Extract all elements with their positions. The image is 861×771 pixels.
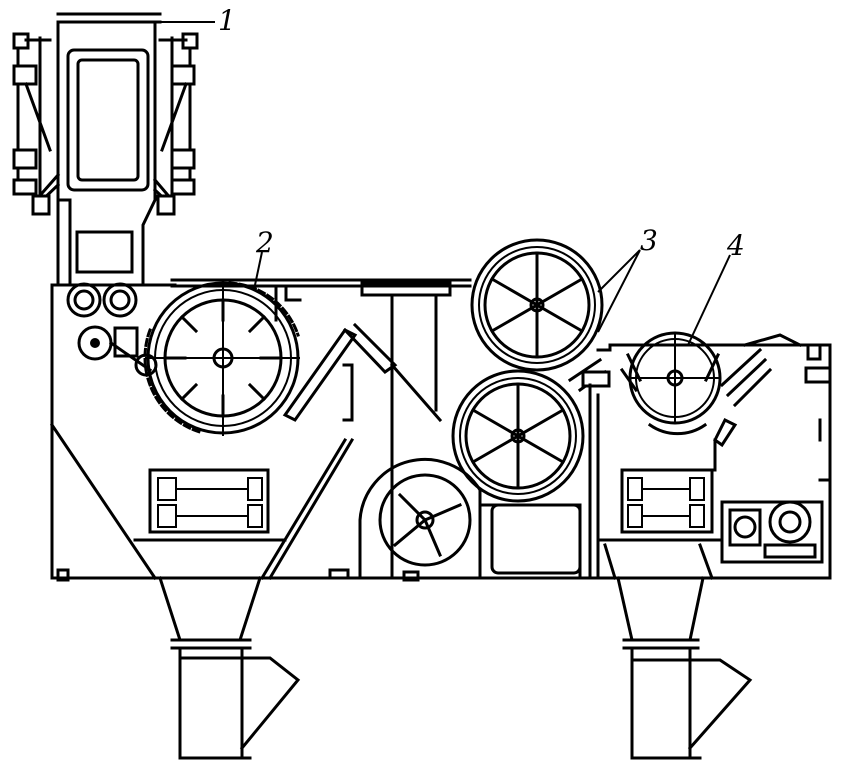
- callout-2: 2: [255, 226, 274, 259]
- center-fan: [285, 325, 480, 578]
- cleaning-drums-3: [453, 240, 609, 578]
- callout-1: 1: [218, 4, 236, 37]
- callout-3: 3: [640, 224, 658, 257]
- opening-drum-2: [145, 280, 300, 436]
- feed-rollers: [68, 284, 156, 375]
- leader-lines: [150, 22, 730, 345]
- cleaning-drum-4: [622, 333, 770, 470]
- hopper-tower: [14, 14, 197, 285]
- right-hopper-motor: [600, 470, 822, 578]
- right-outlet: [618, 578, 750, 758]
- left-outlet: [160, 578, 298, 758]
- callout-4: 4: [726, 229, 745, 262]
- left-waste-hopper: [135, 440, 352, 578]
